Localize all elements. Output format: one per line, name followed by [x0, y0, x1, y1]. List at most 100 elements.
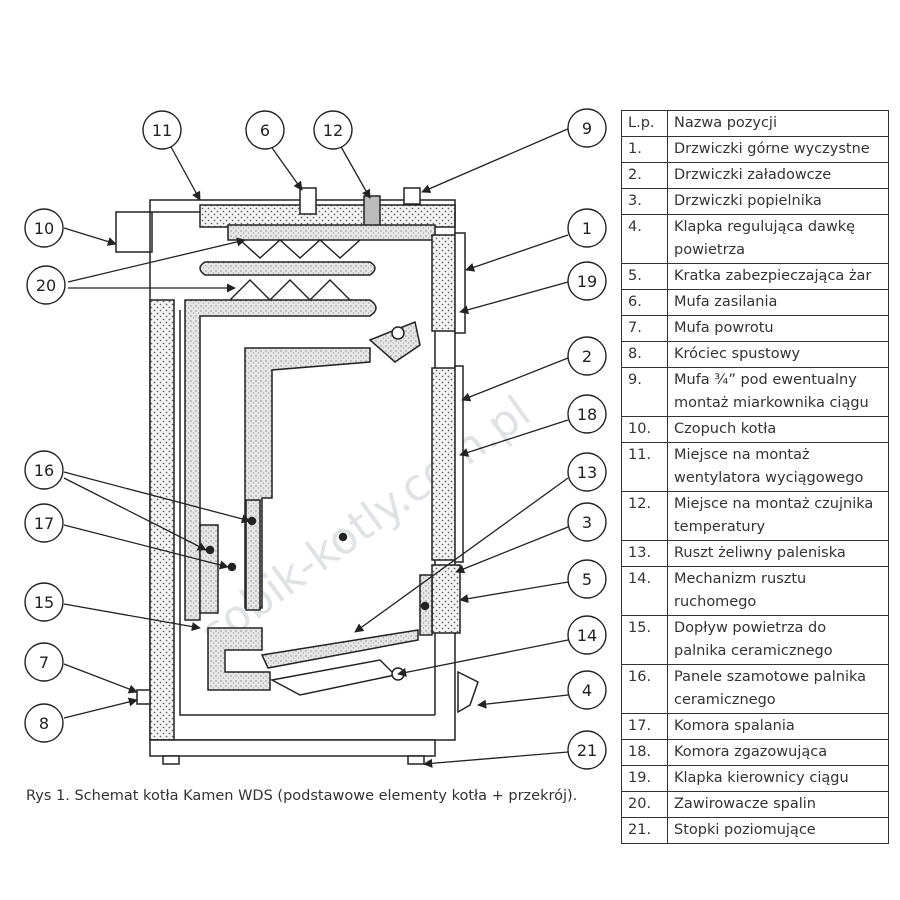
top-insulation	[199, 204, 456, 228]
legend-row: 14.Mechanizm rusztu ruchomego	[621, 566, 889, 616]
legend-name: Dopływ powietrza do palnika ceramicznego	[667, 615, 889, 665]
svg-text:17: 17	[34, 514, 54, 533]
svg-text:14: 14	[577, 626, 597, 645]
leader-lines	[63, 127, 571, 768]
legend-lp: 5.	[621, 263, 668, 290]
turbulators-bottom	[229, 279, 351, 301]
combustion-block	[207, 627, 271, 691]
legend-header-lp: L.p.	[621, 110, 668, 137]
callout-17: 17	[24, 503, 64, 543]
legend-name: Komora zgazowująca	[667, 739, 889, 766]
boiler-base	[149, 739, 436, 757]
legend-lp: 18.	[621, 739, 668, 766]
callout-6: 6	[245, 110, 285, 150]
legend-row: 11.Miejsce na montaż wentylatora wyciągo…	[621, 442, 889, 492]
marker-dot-17	[227, 562, 237, 572]
damper-pivot	[391, 326, 405, 340]
supply-socket	[299, 187, 317, 215]
legend-row: 2.Drzwiczki załadowcze	[621, 162, 889, 189]
legend-row: 20.Zawirowacze spalin	[621, 791, 889, 818]
legend-lp: 20.	[621, 791, 668, 818]
legend-lp: 16.	[621, 664, 668, 714]
ash-door	[431, 564, 461, 634]
legend-table: L.p. Nazwa pozycji 1.Drzwiczki górne wyc…	[621, 110, 889, 844]
drain-stub	[136, 689, 151, 705]
legend-name: Klapka regulująca dawkę powietrza	[667, 214, 889, 264]
legend-lp: 21.	[621, 817, 668, 844]
legend-lp: 6.	[621, 289, 668, 316]
legend-row: 3.Drzwiczki popielnika	[621, 188, 889, 215]
legend-lp: 10.	[621, 416, 668, 443]
svg-text:7: 7	[39, 653, 49, 672]
svg-text:20: 20	[36, 276, 56, 295]
marker-dot-18	[338, 532, 348, 542]
legend-lp: 9.	[621, 367, 668, 417]
svg-text:21: 21	[577, 741, 597, 760]
legend-name: Miejsce na montaż wentylatora wyciągoweg…	[667, 442, 889, 492]
callout-5: 5	[567, 559, 607, 599]
foot-left	[162, 755, 180, 765]
svg-text:19: 19	[577, 272, 597, 291]
callouts: 11 6 12 9 10 20 1 19 2 18 16 13 17 3 5 1…	[24, 108, 607, 770]
watermark-text: sobik-kotly.com.pl	[191, 386, 539, 659]
marker-dot-16	[205, 545, 215, 555]
legend-name: Drzwiczki załadowcze	[667, 162, 889, 189]
door-frame-right-2	[454, 365, 464, 563]
legend-lp: 8.	[621, 341, 668, 368]
marker-dot-5	[420, 601, 430, 611]
lower-channel	[184, 299, 377, 621]
legend-row: 12.Miejsce na montaż czujnika temperatur…	[621, 491, 889, 541]
legend-lp: 12.	[621, 491, 668, 541]
legend-name: Komora spalania	[667, 713, 889, 740]
legend-name: Mufa powrotu	[667, 315, 889, 342]
svg-text:11: 11	[152, 121, 172, 140]
legend-name: Mechanizm rusztu ruchomego	[667, 566, 889, 616]
turbulators-top	[239, 239, 361, 259]
legend-row: 19.Klapka kierownicy ciągu	[621, 765, 889, 792]
callout-10: 10	[24, 208, 64, 248]
svg-text:8: 8	[39, 714, 49, 733]
legend-name: Ruszt żeliwny paleniska	[667, 540, 889, 567]
ceramic-panel-a	[199, 524, 219, 614]
svg-text:6: 6	[260, 121, 270, 140]
legend-name: Króciec spustowy	[667, 341, 889, 368]
legend-lp: 15.	[621, 615, 668, 665]
inner-jacket	[179, 310, 435, 716]
svg-text:3: 3	[582, 513, 592, 532]
legend-row: 10.Czopuch kotła	[621, 416, 889, 443]
legend-row: 6.Mufa zasilania	[621, 289, 889, 316]
svg-text:16: 16	[34, 461, 54, 480]
svg-text:5: 5	[582, 570, 592, 589]
legend-lp: 19.	[621, 765, 668, 792]
svg-text:9: 9	[582, 119, 592, 138]
svg-text:4: 4	[582, 681, 592, 700]
legend-lp: 3.	[621, 188, 668, 215]
legend-name: Miejsce na montaż czujnika temperatury	[667, 491, 889, 541]
sensor-socket	[363, 195, 381, 227]
legend-lp: 13.	[621, 540, 668, 567]
callout-8: 8	[24, 703, 64, 743]
svg-text:12: 12	[323, 121, 343, 140]
legend-row: 9.Mufa ¾” pod ewentualny montaż miarkown…	[621, 367, 889, 417]
callout-19: 19	[567, 261, 607, 301]
legend-lp: 4.	[621, 214, 668, 264]
legend-name: Panele szamotowe palnika ceramicznego	[667, 664, 889, 714]
callout-18: 18	[567, 394, 607, 434]
figure-caption: Rys 1. Schemat kotła Kamen WDS (podstawo…	[26, 788, 578, 804]
legend-header-row: L.p. Nazwa pozycji	[621, 110, 889, 137]
legend-name: Kratka zabezpieczająca żar	[667, 263, 889, 290]
regulator-socket	[403, 187, 421, 205]
legend-name: Czopuch kotła	[667, 416, 889, 443]
legend-name: Mufa ¾” pod ewentualny montaż miarkownik…	[667, 367, 889, 417]
legend-row: 7.Mufa powrotu	[621, 315, 889, 342]
callout-20: 20	[26, 265, 66, 305]
legend-row: 18.Komora zgazowująca	[621, 739, 889, 766]
callout-21: 21	[567, 730, 607, 770]
legend-lp: 1.	[621, 136, 668, 163]
legend-row: 16.Panele szamotowe palnika ceramicznego	[621, 664, 889, 714]
door-frame-right	[454, 232, 466, 334]
legend-row: 8.Króciec spustowy	[621, 341, 889, 368]
svg-text:13: 13	[577, 463, 597, 482]
left-insulation	[149, 299, 175, 741]
